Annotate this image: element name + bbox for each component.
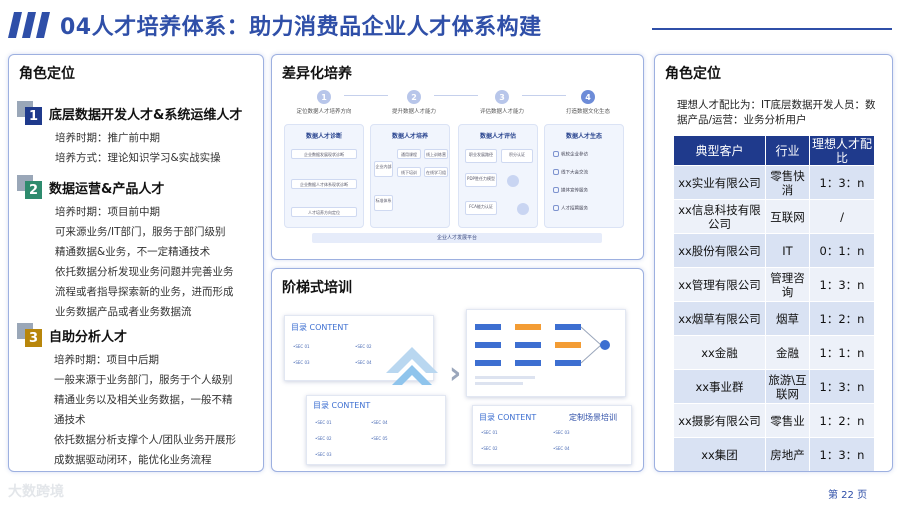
ratio-cell: 1：2：n bbox=[809, 403, 875, 438]
brand-stripes-icon bbox=[8, 12, 50, 38]
role-number-badge: 3 bbox=[17, 323, 44, 347]
table-row: xx信息科技有限公司互联网/ bbox=[673, 199, 875, 234]
training-doc-flow bbox=[466, 309, 626, 397]
ratio-cell: 1：1：n bbox=[809, 335, 875, 370]
ratio-cell: / bbox=[809, 199, 875, 234]
panel-heading: 角色定位 bbox=[665, 66, 721, 82]
panel-heading: 阶梯式培训 bbox=[282, 280, 352, 296]
step-4: 4 打造数据文化生态 bbox=[546, 90, 630, 115]
training-card: 数据人才培养 通用课程 线上训练营 线下培训 在线学习组 企业内部 标准体系 bbox=[370, 124, 450, 228]
industry-cell: 烟草 bbox=[765, 301, 810, 336]
platform-bar: 企业人才发展平台 bbox=[312, 233, 602, 243]
step-connector bbox=[522, 95, 566, 96]
industry-cell: 房地产 bbox=[765, 437, 810, 471]
ratio-cell: 1：3：n bbox=[809, 267, 875, 302]
role-title: 底层数据开发人才&系统运维人才 bbox=[49, 107, 243, 123]
page-title: 04人才培养体系：助力消费品企业人才体系构建 bbox=[60, 15, 542, 40]
talent-ratio-panel: 角色定位 理想人才配比为：IT底层数据开发人员：数据产品/运营：业务分析用户 典… bbox=[654, 54, 893, 472]
industry-cell: 零售快消 bbox=[765, 165, 810, 200]
role-title: 数据运营&产品人才 bbox=[49, 181, 165, 197]
staircase-training-panel: 阶梯式培训 目录 CONTENT SEC 01 SEC 02 SEC 03 SE… bbox=[271, 268, 644, 472]
stair-logo-icon bbox=[386, 347, 438, 385]
industry-cell: 零售业 bbox=[765, 403, 810, 438]
role-title: 自助分析人才 bbox=[49, 329, 128, 345]
column-header: 行业 bbox=[765, 135, 810, 166]
cultivation-diagram: 1 定位数据人才培养方向 2 提升数据人才能力 3 评估数据人才能力 4 打造数… bbox=[282, 90, 632, 250]
brand-watermark: 大数跨境 bbox=[8, 484, 64, 500]
ratio-cell: 1：3：n bbox=[809, 369, 875, 404]
step-3: 3 评估数据人才能力 bbox=[460, 90, 544, 115]
role-block-2: 2 数据运营&产品人才 培养时期：项目前中期 可来源业务/IT部门，服务于部门级… bbox=[17, 175, 263, 322]
title-underline bbox=[652, 28, 892, 30]
customer-cell: xx管理有限公司 bbox=[673, 267, 766, 302]
flowchart-icon bbox=[475, 324, 610, 385]
customer-cell: xx烟草有限公司 bbox=[673, 301, 766, 336]
step-1: 1 定位数据人才培养方向 bbox=[282, 90, 366, 115]
role-number-badge: 1 bbox=[17, 101, 44, 125]
customer-cell: xx股份有限公司 bbox=[673, 233, 766, 268]
industry-cell: 金融 bbox=[765, 335, 810, 370]
training-preview: 目录 CONTENT SEC 01 SEC 02 SEC 03 SEC 04 目… bbox=[282, 299, 634, 467]
role-block-3: 3 自助分析人才 培养时期：项目中后期 一般来源于业务部门，服务于个人级别 精通… bbox=[17, 323, 263, 470]
customer-cell: xx金融 bbox=[673, 335, 766, 370]
evaluation-card: 数据人才评估 职业发展路径 积分认证 PDP胜任力模型 FCA能力认证 bbox=[458, 124, 538, 228]
industry-cell: 旅游\互联网 bbox=[765, 369, 810, 404]
ratio-cell: 0：1：n bbox=[809, 233, 875, 268]
column-header: 理想人才配比 bbox=[809, 135, 875, 166]
ratio-cell: 1：3：n bbox=[809, 165, 875, 200]
step-connector bbox=[434, 95, 478, 96]
industry-cell: IT bbox=[765, 233, 810, 268]
customer-cell: xx实业有限公司 bbox=[673, 165, 766, 200]
ratio-cell: 1：3：n bbox=[809, 437, 875, 471]
ratio-cell: 1：2：n bbox=[809, 301, 875, 336]
training-doc-2: 目录 CONTENT SEC 01 SEC 04 SEC 02 SEC 05 S… bbox=[306, 395, 446, 465]
chevron-right-icon: › bbox=[449, 356, 462, 391]
panel-heading: 差异化培养 bbox=[282, 66, 352, 82]
ratio-description: 理想人才配比为：IT底层数据开发人员：数据产品/运营：业务分析用户 bbox=[677, 99, 876, 126]
ecosystem-card: 数据人才生态 帆软企业参访 线下大会交流 媒体宣传服务 人才招聘服务 bbox=[544, 124, 624, 228]
customer-cell: xx摄影有限公司 bbox=[673, 403, 766, 438]
customer-cell: xx事业群 bbox=[673, 369, 766, 404]
customer-cell: xx集团 bbox=[673, 437, 766, 471]
role-description: 培养时期：项目中后期 一般来源于业务部门，服务于个人级别 精通业务以及相关业务数… bbox=[54, 354, 237, 466]
role-number-badge: 2 bbox=[17, 175, 44, 199]
step-2: 2 提升数据人才能力 bbox=[372, 90, 456, 115]
panel-heading: 角色定位 bbox=[19, 66, 75, 82]
industry-cell: 管理咨询 bbox=[765, 267, 810, 302]
page-number: 第 22 页 bbox=[828, 490, 868, 501]
step-connector bbox=[344, 95, 388, 96]
customer-cell: xx信息科技有限公司 bbox=[673, 199, 766, 234]
differentiated-cultivation-panel: 差异化培养 1 定位数据人才培养方向 2 提升数据人才能力 3 评估数据人才能力… bbox=[271, 54, 644, 260]
training-doc-3: 目录 CONTENT 定制场景培训 SEC 01 SEC 03 SEC 02 S… bbox=[472, 405, 632, 465]
role-description: 培养时期：推广前中期 培养方式：理论知识学习&实战实操 bbox=[55, 132, 221, 164]
role-description: 培养时期：项目前中期 可来源业务/IT部门，服务于部门级别 精通数据&业务，不一… bbox=[55, 206, 234, 318]
column-header: 典型客户 bbox=[673, 135, 766, 166]
diagnosis-card: 数据人才诊断 企业数据发展现状诊断 企业数据人才体系现状诊断 人才培养方向定位 bbox=[284, 124, 364, 228]
role-block-1: 1 底层数据开发人才&系统运维人才 培养时期：推广前中期 培养方式：理论知识学习… bbox=[17, 101, 263, 168]
role-positioning-panel: 角色定位 1 底层数据开发人才&系统运维人才 培养时期：推广前中期 培养方式：理… bbox=[8, 54, 264, 472]
industry-cell: 互联网 bbox=[765, 199, 810, 234]
